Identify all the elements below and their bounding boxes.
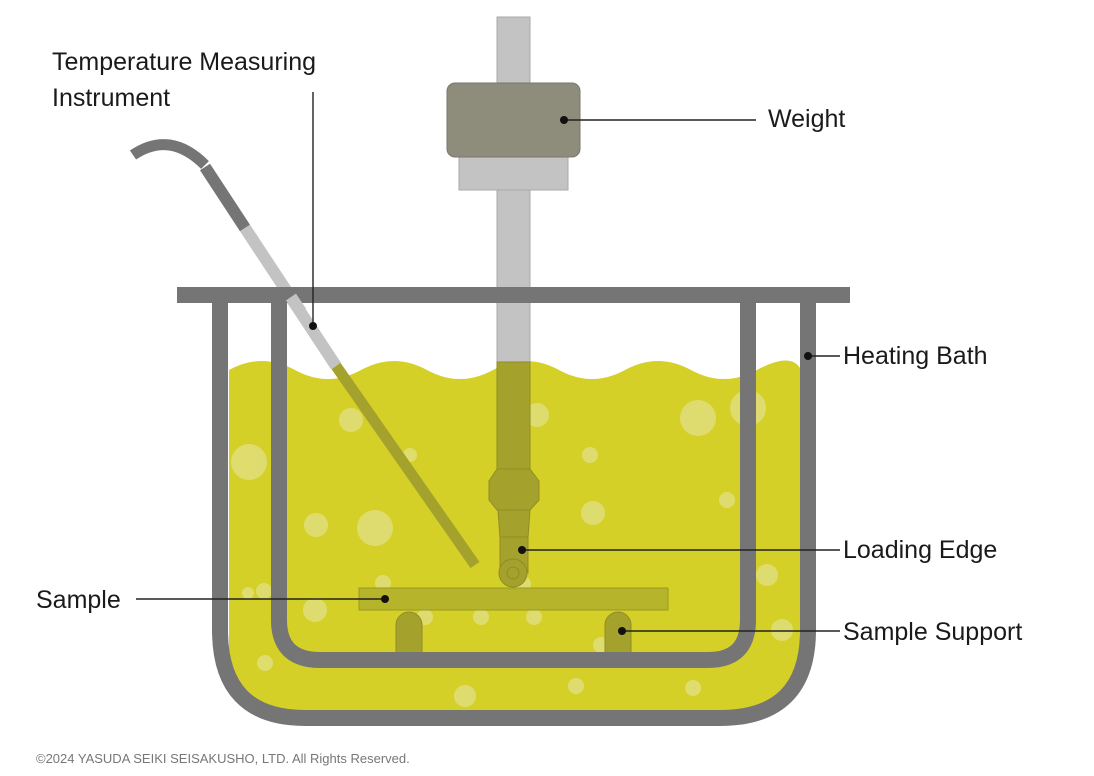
label-sample-support: Sample Support: [843, 618, 1022, 646]
copyright-notice: ©2024 YASUDA SEIKI SEISAKUSHO, LTD. All …: [36, 751, 410, 766]
leader-temperature: [309, 92, 317, 330]
loading-edge-roller-center: [506, 566, 520, 580]
leader-weight: [560, 116, 756, 124]
rod-through-lid: [497, 287, 530, 303]
bubble: [357, 510, 393, 546]
thermometer-submerged: [331, 362, 480, 569]
load-rod-submerged: [496, 361, 531, 473]
bubble: [257, 655, 273, 671]
bubble: [582, 447, 598, 463]
bubble: [568, 678, 584, 694]
bubble: [303, 598, 327, 622]
label-loading-edge: Loading Edge: [843, 536, 997, 564]
leader-heating-bath: [804, 352, 840, 360]
rod-lower: [497, 509, 531, 539]
bubble: [231, 444, 267, 480]
bubble: [685, 680, 701, 696]
bubble: [680, 400, 716, 436]
bubble: [454, 685, 476, 707]
bubble: [581, 501, 605, 525]
thermometer-handle: [199, 163, 251, 232]
bubble: [339, 408, 363, 432]
inner-bath-wall: [271, 300, 756, 668]
label-heating-bath: Heating Bath: [843, 342, 988, 370]
label-temperature-instrument-line1: Temperature Measuring: [52, 48, 316, 76]
label-weight: Weight: [768, 105, 845, 133]
bubble: [473, 609, 489, 625]
bubble: [756, 564, 778, 586]
bubble: [526, 609, 542, 625]
bubble: [256, 583, 272, 599]
sample-bar: [358, 587, 669, 611]
bubble: [525, 403, 549, 427]
thermometer-through-lid: [286, 293, 306, 316]
leader-sample-support: [618, 627, 840, 635]
rod-coupling: [488, 468, 540, 511]
bubble: [771, 619, 793, 641]
leader-sample: [136, 595, 389, 603]
bubbles: [231, 390, 793, 707]
label-sample: Sample: [36, 586, 121, 614]
bubble: [719, 492, 735, 508]
outer-bath-wall: [212, 300, 816, 726]
thermometer-cable: [129, 139, 209, 169]
bubble: [375, 575, 391, 591]
sample-support-left: [395, 611, 423, 655]
leader-loading-edge: [518, 546, 840, 554]
load-rod: [496, 16, 531, 378]
bubble: [242, 587, 254, 599]
label-temperature-instrument-line2: Instrument: [52, 84, 170, 112]
weight-collar: [458, 154, 569, 191]
sample-support-right: [604, 611, 632, 655]
bubble: [304, 513, 328, 537]
loading-edge-roller: [498, 558, 528, 588]
